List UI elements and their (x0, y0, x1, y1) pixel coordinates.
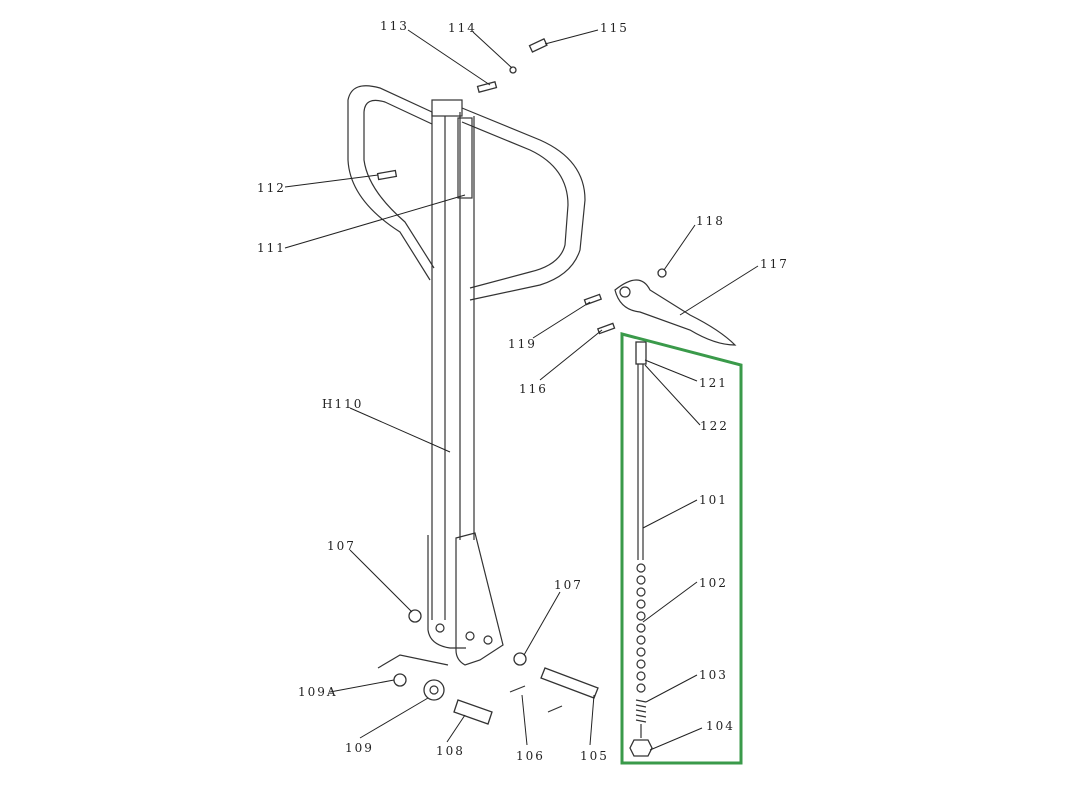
label-117: 117 (760, 257, 789, 271)
label-115: 115 (600, 21, 629, 35)
label-109: 109 (345, 741, 374, 755)
part-labels: 113 114 115 112 111 118 117 119 116 121 … (257, 19, 789, 763)
label-104: 104 (706, 719, 735, 733)
handle-shaft (427, 112, 504, 666)
label-116: 116 (519, 382, 548, 396)
label-111: 111 (257, 241, 286, 255)
label-121: 121 (699, 376, 728, 390)
small-parts (376, 38, 667, 725)
label-101: 101 (699, 493, 728, 507)
label-107-right: 107 (554, 578, 583, 592)
label-118: 118 (696, 214, 725, 228)
label-H110: H110 (322, 397, 363, 411)
chain-102 (636, 563, 646, 693)
leader-lines (284, 29, 759, 751)
label-103: 103 (699, 668, 728, 682)
highlight-box (620, 332, 743, 765)
label-114: 114 (448, 21, 477, 35)
label-108: 108 (436, 744, 465, 758)
label-113: 113 (380, 19, 409, 33)
release-lever (614, 279, 737, 346)
label-109A: 109A (298, 685, 338, 699)
connecting-rod-assembly (629, 341, 653, 757)
label-122: 122 (700, 419, 729, 433)
label-119: 119 (508, 337, 537, 351)
label-112: 112 (257, 181, 286, 195)
label-106: 106 (516, 749, 545, 763)
label-102: 102 (699, 576, 728, 590)
handle-loop (347, 85, 586, 301)
label-105: 105 (580, 749, 609, 763)
label-107-left: 107 (327, 539, 356, 553)
